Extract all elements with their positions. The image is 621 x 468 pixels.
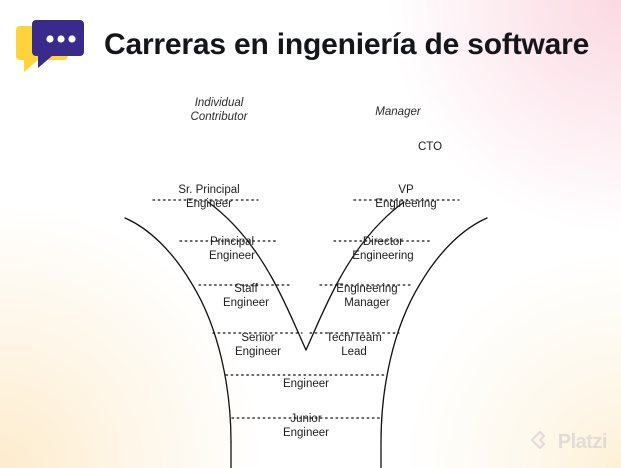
level-vp-engineering: VP Engineering <box>375 184 437 210</box>
watermark: Platzi <box>529 429 608 456</box>
level-engineering-manager: Engineering Manager <box>336 283 398 309</box>
level-principal-engineer: Principal Engineer <box>208 236 256 262</box>
platzi-chat-bubble-logo-icon <box>16 20 88 82</box>
level-senior-engineer: Senior Engineer <box>234 332 282 358</box>
level-junior-engineer: Junior Engineer <box>282 413 330 439</box>
level-cto: CTO <box>417 141 443 153</box>
page-title: Carreras en ingeniería de software <box>104 28 590 61</box>
branch-label-individual-contributor: Individual Contributor <box>190 97 248 123</box>
platzi-mark-icon <box>529 429 551 456</box>
level-staff-engineer: Staff Engineer <box>222 283 270 309</box>
level-tech-team-lead: Tech/Team Lead <box>326 332 382 358</box>
level-sr-principal-engineer: Sr. Principal Engineer <box>178 184 240 210</box>
level-engineer: Engineer <box>282 378 330 390</box>
watermark-label: Platzi <box>557 431 608 453</box>
career-ladder-diagram: Individual Contributor Manager Senior En… <box>0 88 621 468</box>
level-director-engineering: Director Engineering <box>352 236 414 262</box>
branch-label-manager: Manager <box>375 106 421 118</box>
